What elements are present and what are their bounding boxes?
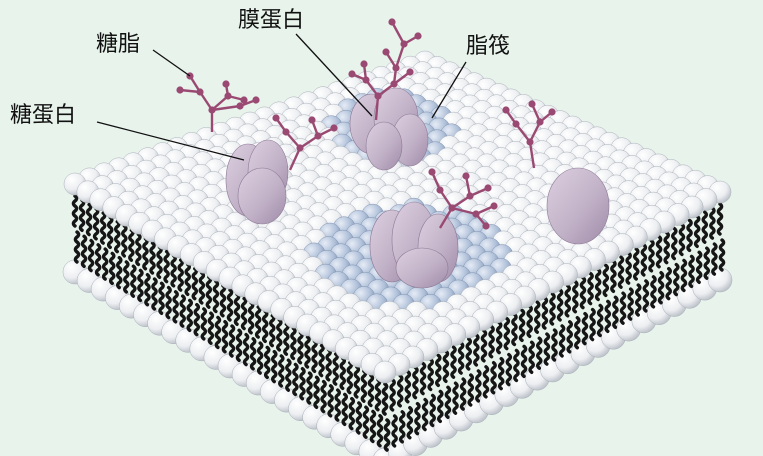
lipid-tails (71, 194, 726, 452)
label-membrane-protein: 膜蛋白 (238, 8, 305, 33)
leader-line-glycolipid (152, 49, 191, 77)
glycoprotein-protein (225, 139, 289, 225)
membrane-protein-center-raft (369, 201, 459, 289)
label-glycolipid: 糖脂 (96, 32, 141, 57)
membrane-protein-left-raft (349, 87, 429, 171)
leader-line-lipid-raft (431, 61, 467, 119)
proteins-layer (225, 87, 610, 289)
label-glycoprotein: 糖蛋白 (10, 103, 77, 128)
inner-leaflet-heads (62, 259, 733, 456)
leader-line-membrane-protein (295, 33, 373, 117)
leader-line-glycoprotein (96, 121, 245, 161)
leader-lines (96, 33, 467, 161)
sugar-chains (176, 18, 556, 230)
label-lipid-raft: 脂筏 (466, 34, 511, 59)
membrane-protein-right (546, 167, 610, 245)
